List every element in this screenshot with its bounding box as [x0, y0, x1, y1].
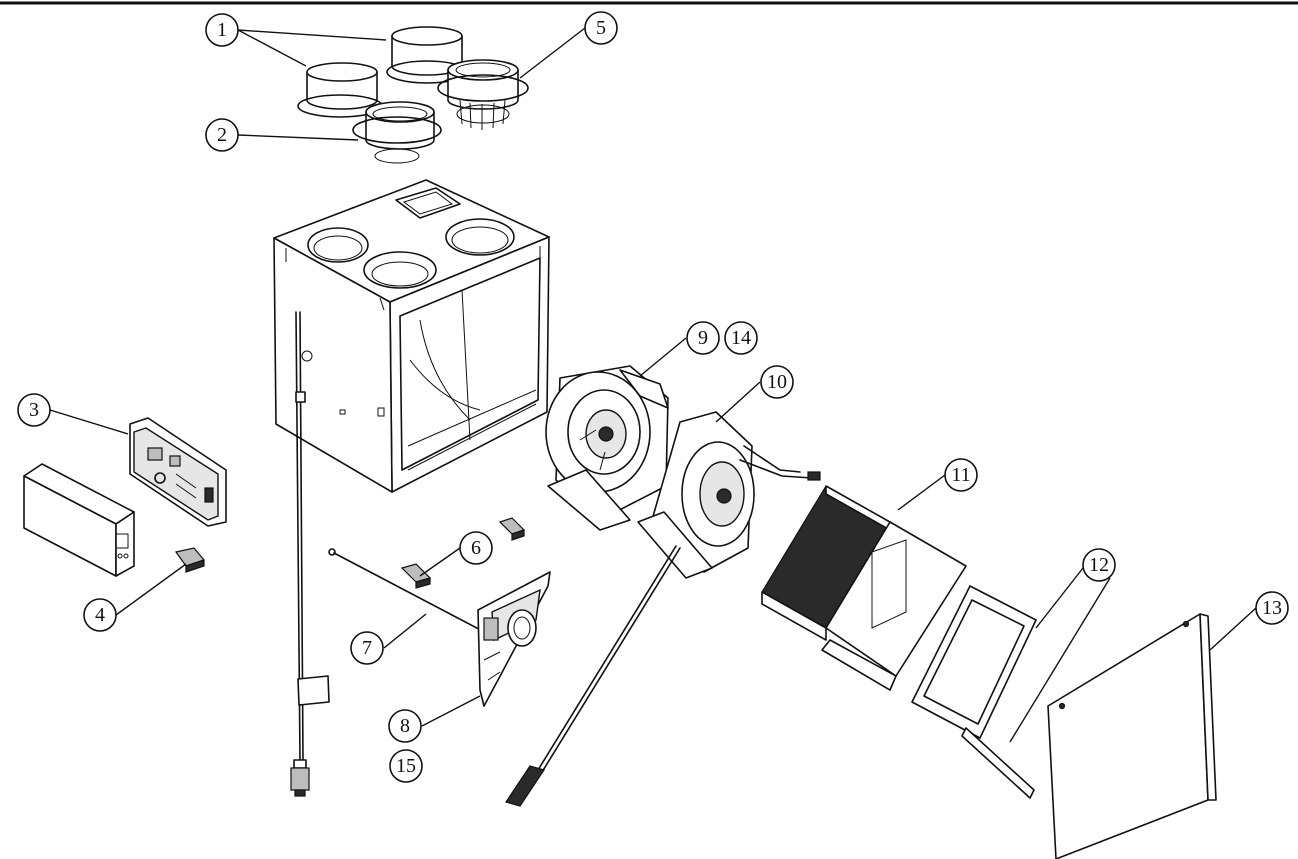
callout-14: 14 — [724, 321, 758, 355]
filter-strip — [961, 727, 1035, 799]
callout-13-label: 13 — [1262, 597, 1282, 619]
control-board — [129, 417, 227, 527]
callout-7: 7 — [350, 631, 384, 665]
damper-motor-bracket — [477, 571, 551, 707]
duct-collar-front — [352, 101, 442, 164]
filter-clip-upper — [498, 517, 526, 541]
callout-1-label: 1 — [217, 19, 227, 41]
callout-5-label: 5 — [596, 17, 606, 39]
callout-13: 13 — [1255, 591, 1289, 625]
damper-rod — [328, 548, 493, 637]
duct-collar-top — [386, 26, 468, 84]
duct-collar-left — [297, 62, 383, 118]
callout-2: 2 — [205, 118, 239, 152]
callout-8-label: 8 — [400, 715, 410, 737]
callout-12: 12 — [1082, 548, 1116, 582]
callout-9: 9 — [686, 321, 720, 355]
callout-4-label: 4 — [95, 604, 105, 626]
blower-wheel-assembly-b — [637, 411, 821, 579]
filter-clip-lower — [400, 563, 432, 589]
drain-hose — [290, 311, 330, 797]
callout-1: 1 — [205, 13, 239, 47]
callout-5: 5 — [584, 11, 618, 45]
callout-14-label: 14 — [731, 327, 751, 349]
callout-4: 4 — [83, 598, 117, 632]
callout-10-label: 10 — [767, 371, 787, 393]
callout-10: 10 — [760, 365, 794, 399]
callout-3: 3 — [17, 393, 51, 427]
main-cabinet — [273, 179, 550, 493]
callout-15: 15 — [389, 749, 423, 783]
callout-11: 11 — [944, 458, 978, 492]
terminal-block — [174, 547, 206, 573]
blower-wheel-assembly-a — [545, 365, 669, 531]
filter-frame — [911, 585, 1037, 739]
callout-9-label: 9 — [698, 327, 708, 349]
callout-8: 8 — [388, 709, 422, 743]
leader-lines — [49, 27, 1257, 743]
access-door-panel — [1047, 613, 1217, 859]
callout-15-label: 15 — [396, 755, 416, 777]
control-housing — [23, 463, 135, 577]
callout-6-label: 6 — [471, 537, 481, 559]
callout-3-label: 3 — [29, 399, 39, 421]
sensor-cable — [505, 545, 681, 807]
callout-6: 6 — [459, 531, 493, 565]
callout-11-label: 11 — [951, 464, 970, 486]
callout-12-label: 12 — [1089, 554, 1109, 576]
callout-2-label: 2 — [217, 124, 227, 146]
callout-7-label: 7 — [362, 637, 372, 659]
duct-collar-damper — [437, 59, 529, 130]
heat-recovery-core — [761, 485, 967, 691]
